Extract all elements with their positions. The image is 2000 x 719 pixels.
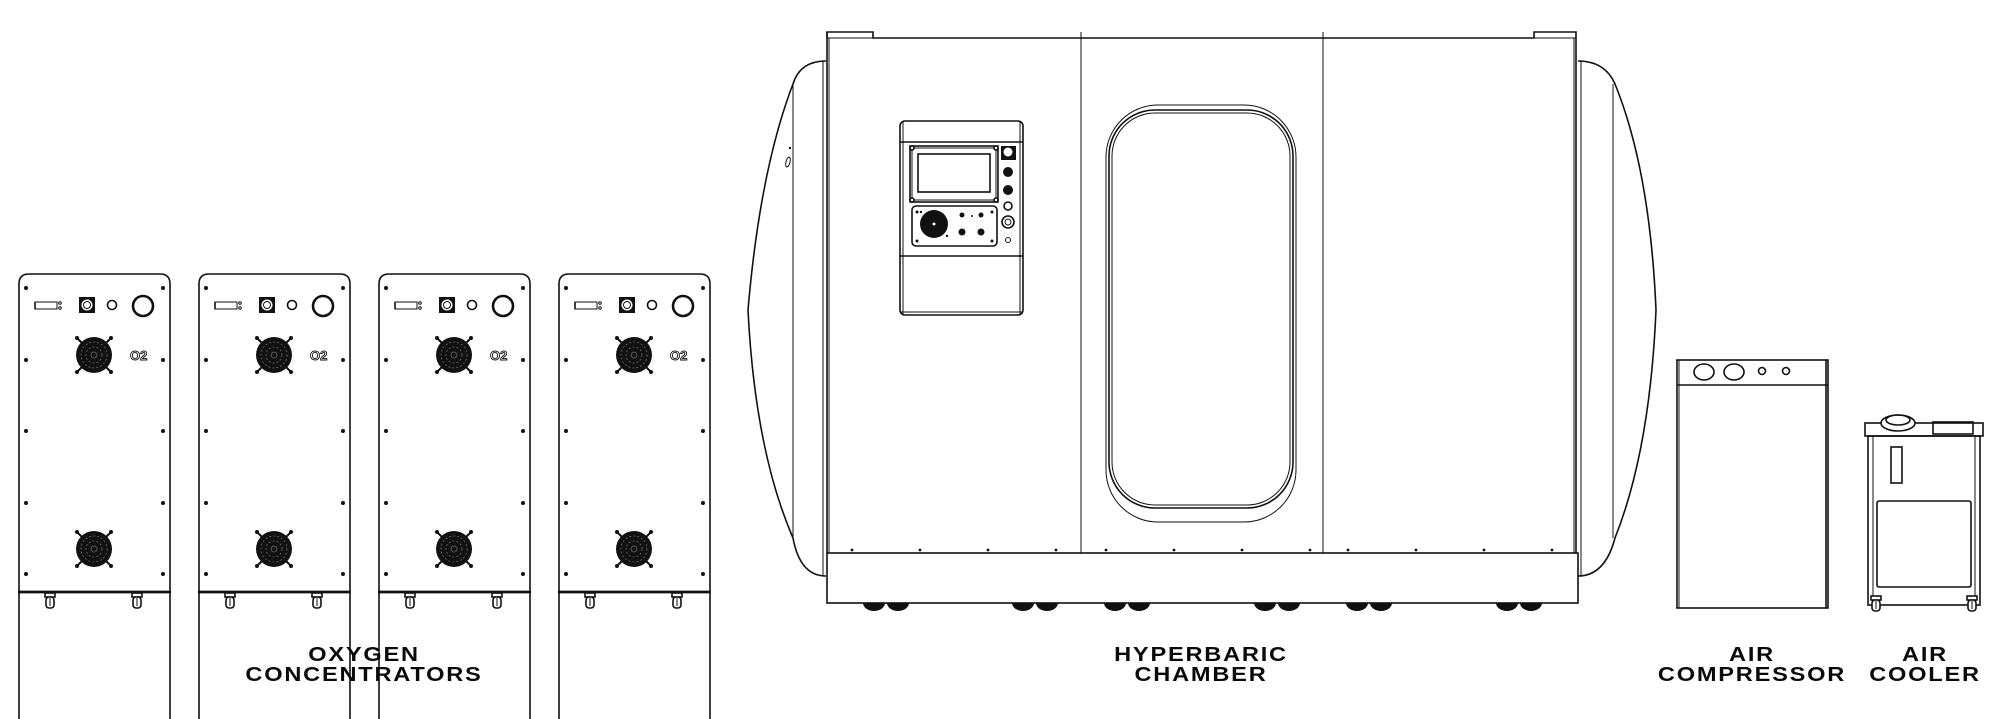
chamber-base [826, 552, 1579, 604]
gauge-icon [1693, 363, 1715, 381]
label-oxygen-concentrators: OXYGEN CONCENTRATORS [227, 645, 501, 685]
o2-badge-icon: O2 [670, 348, 687, 363]
label-air-cooler: AIR COOLER [1860, 645, 1990, 685]
touch-screen [909, 145, 999, 203]
fill-cap-icon [1880, 414, 1916, 432]
label-line: AIR [1729, 644, 1775, 666]
air-compressor [1676, 359, 1829, 609]
label-line: OXYGEN [308, 644, 420, 666]
fan-icon [614, 335, 654, 375]
label-line: AIR [1902, 644, 1948, 666]
fan-icon [74, 529, 114, 569]
label-line: COOLER [1869, 664, 1981, 686]
label-hyperbaric-chamber: HYPERBARIC CHAMBER [1101, 645, 1302, 685]
label-line: HYPERBARIC [1114, 644, 1288, 666]
cooler-display [1932, 421, 1974, 435]
o2-badge-icon: O2 [130, 348, 147, 363]
label-line: COMPRESSOR [1657, 664, 1847, 686]
label-line: CHAMBER [1134, 664, 1268, 686]
gauge-icon [1723, 363, 1745, 381]
left-end-cap [747, 60, 827, 577]
fan-icon [614, 529, 654, 569]
o2-badge-icon: O2 [490, 348, 507, 363]
fan-icon [434, 335, 474, 375]
fan-icon [434, 529, 474, 569]
label-line: CONCENTRATORS [245, 664, 483, 686]
air-cooler [1864, 414, 1984, 612]
hyperbaric-chamber [747, 31, 1657, 611]
o2-badge-icon: O2 [310, 348, 327, 363]
label-air-compressor: AIR COMPRESSOR [1646, 645, 1858, 685]
o2-badges: O2 O2 O2 O2 [130, 348, 688, 364]
right-end-cap [1577, 60, 1657, 577]
fan-icon [254, 529, 294, 569]
knob-icon [1003, 167, 1013, 177]
chamber-wheels [863, 603, 1542, 611]
fan-icon [254, 335, 294, 375]
chamber-window [1105, 104, 1297, 523]
power-button-icon [1001, 215, 1015, 229]
fan-icon [74, 335, 114, 375]
control-panel [899, 120, 1024, 316]
concentrator-details [18, 335, 711, 609]
knob-icon [1003, 185, 1013, 195]
